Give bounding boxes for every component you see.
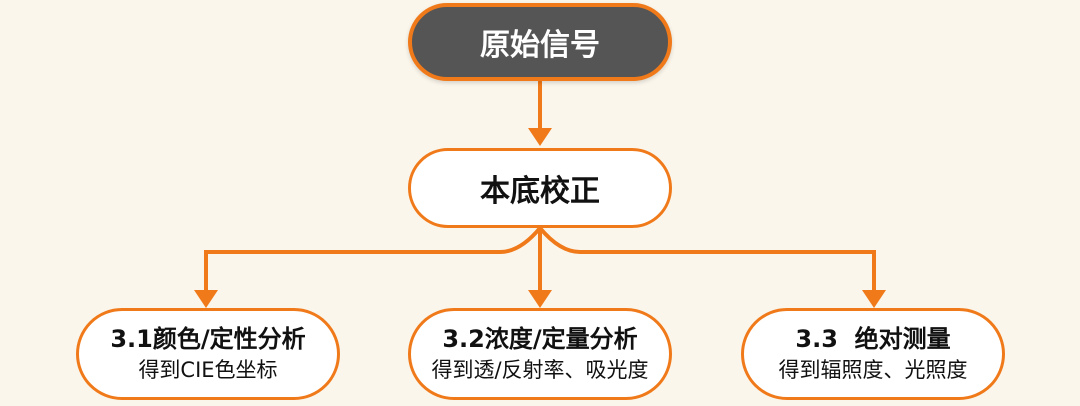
arrow-correction-to-right	[538, 226, 876, 296]
node-correction-label: 本底校正	[480, 174, 600, 209]
arrowhead-left	[194, 290, 218, 308]
node-color-analysis: 3.1颜色/定性分析 得到CIE色坐标	[76, 308, 340, 400]
arrowhead-middle	[528, 290, 552, 308]
node-absolute-measurement: 3.3 绝对测量 得到辐照度、光照度	[741, 308, 1005, 400]
node-concentration-analysis-subtitle: 得到透/反射率、吸光度	[431, 358, 649, 382]
arrowhead-correction	[528, 128, 552, 146]
node-absolute-measurement-subtitle: 得到辐照度、光照度	[778, 358, 968, 382]
node-root: 原始信号	[408, 3, 672, 81]
node-root-label: 原始信号	[480, 28, 600, 63]
node-color-analysis-subtitle: 得到CIE色坐标	[138, 358, 278, 382]
node-concentration-analysis: 3.2浓度/定量分析 得到透/反射率、吸光度	[408, 308, 672, 400]
node-concentration-analysis-title: 3.2浓度/定量分析	[442, 325, 638, 353]
node-color-analysis-title: 3.1颜色/定性分析	[110, 325, 306, 353]
arrowhead-right	[862, 290, 886, 308]
arrow-correction-to-left	[204, 226, 542, 296]
node-absolute-measurement-title: 3.3 绝对测量	[795, 325, 951, 353]
node-correction: 本底校正	[408, 148, 672, 228]
